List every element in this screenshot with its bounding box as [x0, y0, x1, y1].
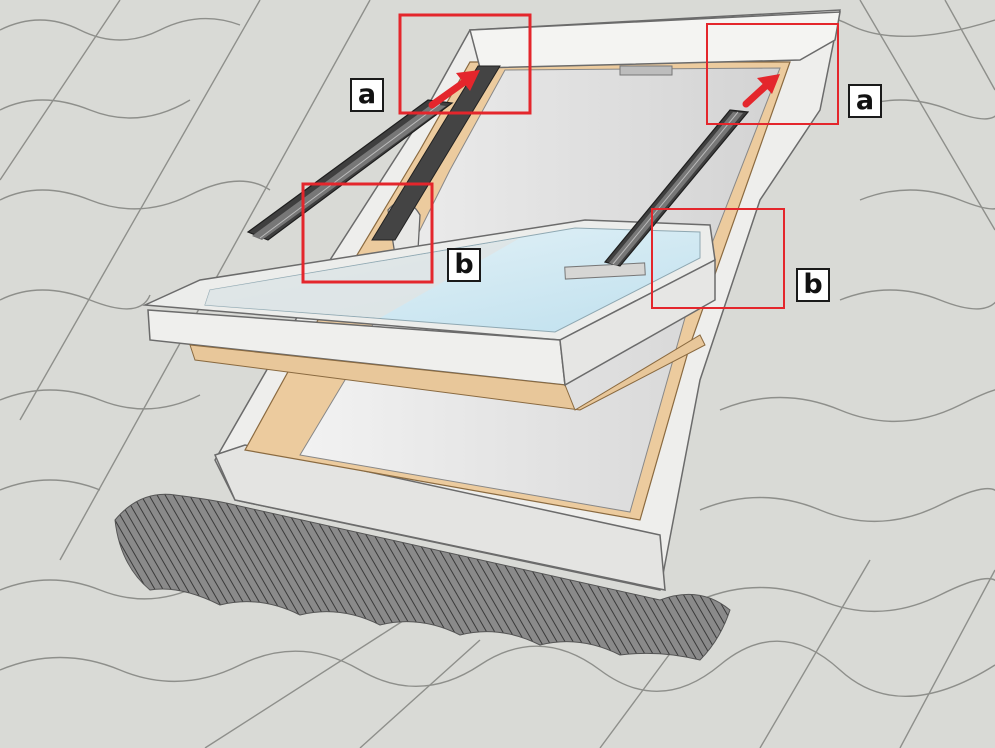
flashing-skirt	[114, 493, 731, 661]
rail-right	[603, 109, 750, 267]
callout-b-left: b	[447, 248, 481, 282]
top-header	[469, 11, 841, 69]
red-arrow-up-icon	[742, 74, 780, 108]
callout-a-right: a	[848, 84, 882, 118]
highlight-box-b-right	[651, 208, 785, 309]
rail-left	[246, 99, 454, 241]
highlight-box-a-left	[398, 13, 532, 115]
bottom-sill	[213, 444, 666, 591]
header-handle	[619, 65, 673, 76]
callout-b-right: b	[796, 268, 830, 302]
highlight-box-a-right	[706, 23, 839, 125]
red-arrow-up-icon	[428, 70, 480, 109]
highlight-box-b-left	[301, 182, 434, 284]
callout-a-left: a	[350, 78, 384, 112]
frame-gasket-left	[371, 65, 501, 241]
sash-right-corner	[559, 258, 716, 387]
sash-wood-underside	[189, 334, 706, 411]
sash-handle	[564, 262, 646, 280]
sash-glass-shadow	[205, 238, 520, 318]
